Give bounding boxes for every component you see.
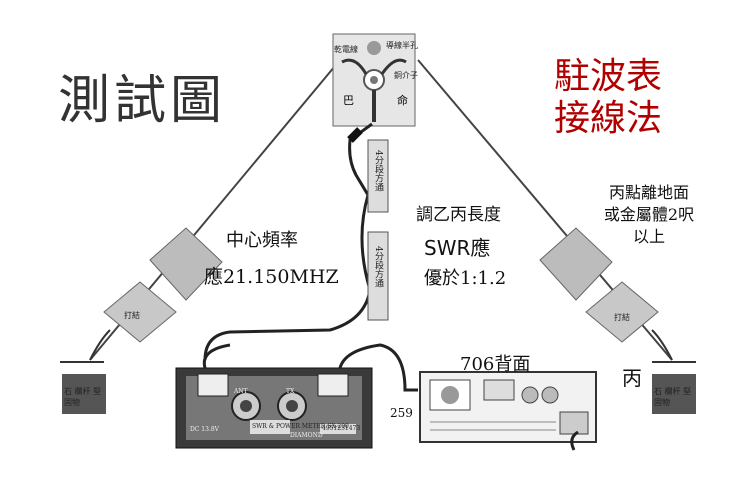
rope-knot-right: 打結 (614, 313, 630, 322)
center-frequency-value: 應21.150MHZ (204, 266, 339, 288)
quarter-wave-label-2: 4分段方通 (373, 246, 383, 288)
center-box-tl-label: 乾電線 (334, 45, 358, 54)
left-insulator (149, 227, 223, 301)
swr-meter-tx: TX (286, 388, 295, 395)
swr-meter-serial: 4951231473 (322, 425, 361, 432)
radio-back-label: 706背面 (460, 354, 531, 375)
height-note-line-3: 以上 (632, 227, 665, 246)
height-note: 丙點離地面 或金屬體2呎 以上 (584, 182, 714, 248)
height-note-line-2: 或金屬體2呎 (603, 205, 695, 224)
method-title-line-2: 接線法 (553, 98, 662, 139)
swr-meter-dc: DC 13.8V (190, 426, 220, 433)
connector-label: 259 (390, 406, 413, 420)
height-note-line-1: 丙點離地面 (608, 183, 689, 202)
center-box-tr-label: 導線半孔 (386, 41, 418, 50)
swr-meter-brand: DIAMOND (290, 432, 323, 439)
center-box-left-label: 巴 (343, 94, 354, 107)
quarter-wave-tube-2 (367, 231, 389, 321)
right-anchor-block (652, 374, 696, 414)
center-frequency-label: 中心頻率 (226, 230, 298, 251)
point-c-label: 丙 (622, 366, 642, 390)
center-box-br-label: 銅介子 (394, 71, 418, 80)
center-box-right-label: 命 (397, 94, 408, 107)
swr-note-line-2: SWR應 (424, 236, 491, 260)
swr-note-line-1: 調乙丙長度 (416, 205, 501, 225)
right-anchor-label: 石 欄杆 堅固物 (654, 387, 692, 407)
method-title-line-1: 駐波表 (553, 56, 662, 97)
quarter-wave-label-1: 4分段方通 (373, 150, 383, 192)
swr-note-line-3: 優於1:1.2 (424, 268, 507, 289)
quarter-wave-tube-1 (367, 139, 389, 213)
diagram-title: 測試圖 (58, 71, 227, 131)
swr-meter-model: SWR & POWER METER SX-200 (252, 423, 349, 430)
swr-meter-ant: ANT (234, 388, 248, 395)
method-title: 駐波表 接線法 (528, 56, 688, 140)
right-insulator (539, 227, 613, 301)
rope-knot-left: 打結 (124, 311, 140, 320)
left-anchor-block (62, 374, 106, 414)
left-anchor-label: 石 欄杆 堅固物 (64, 387, 102, 407)
